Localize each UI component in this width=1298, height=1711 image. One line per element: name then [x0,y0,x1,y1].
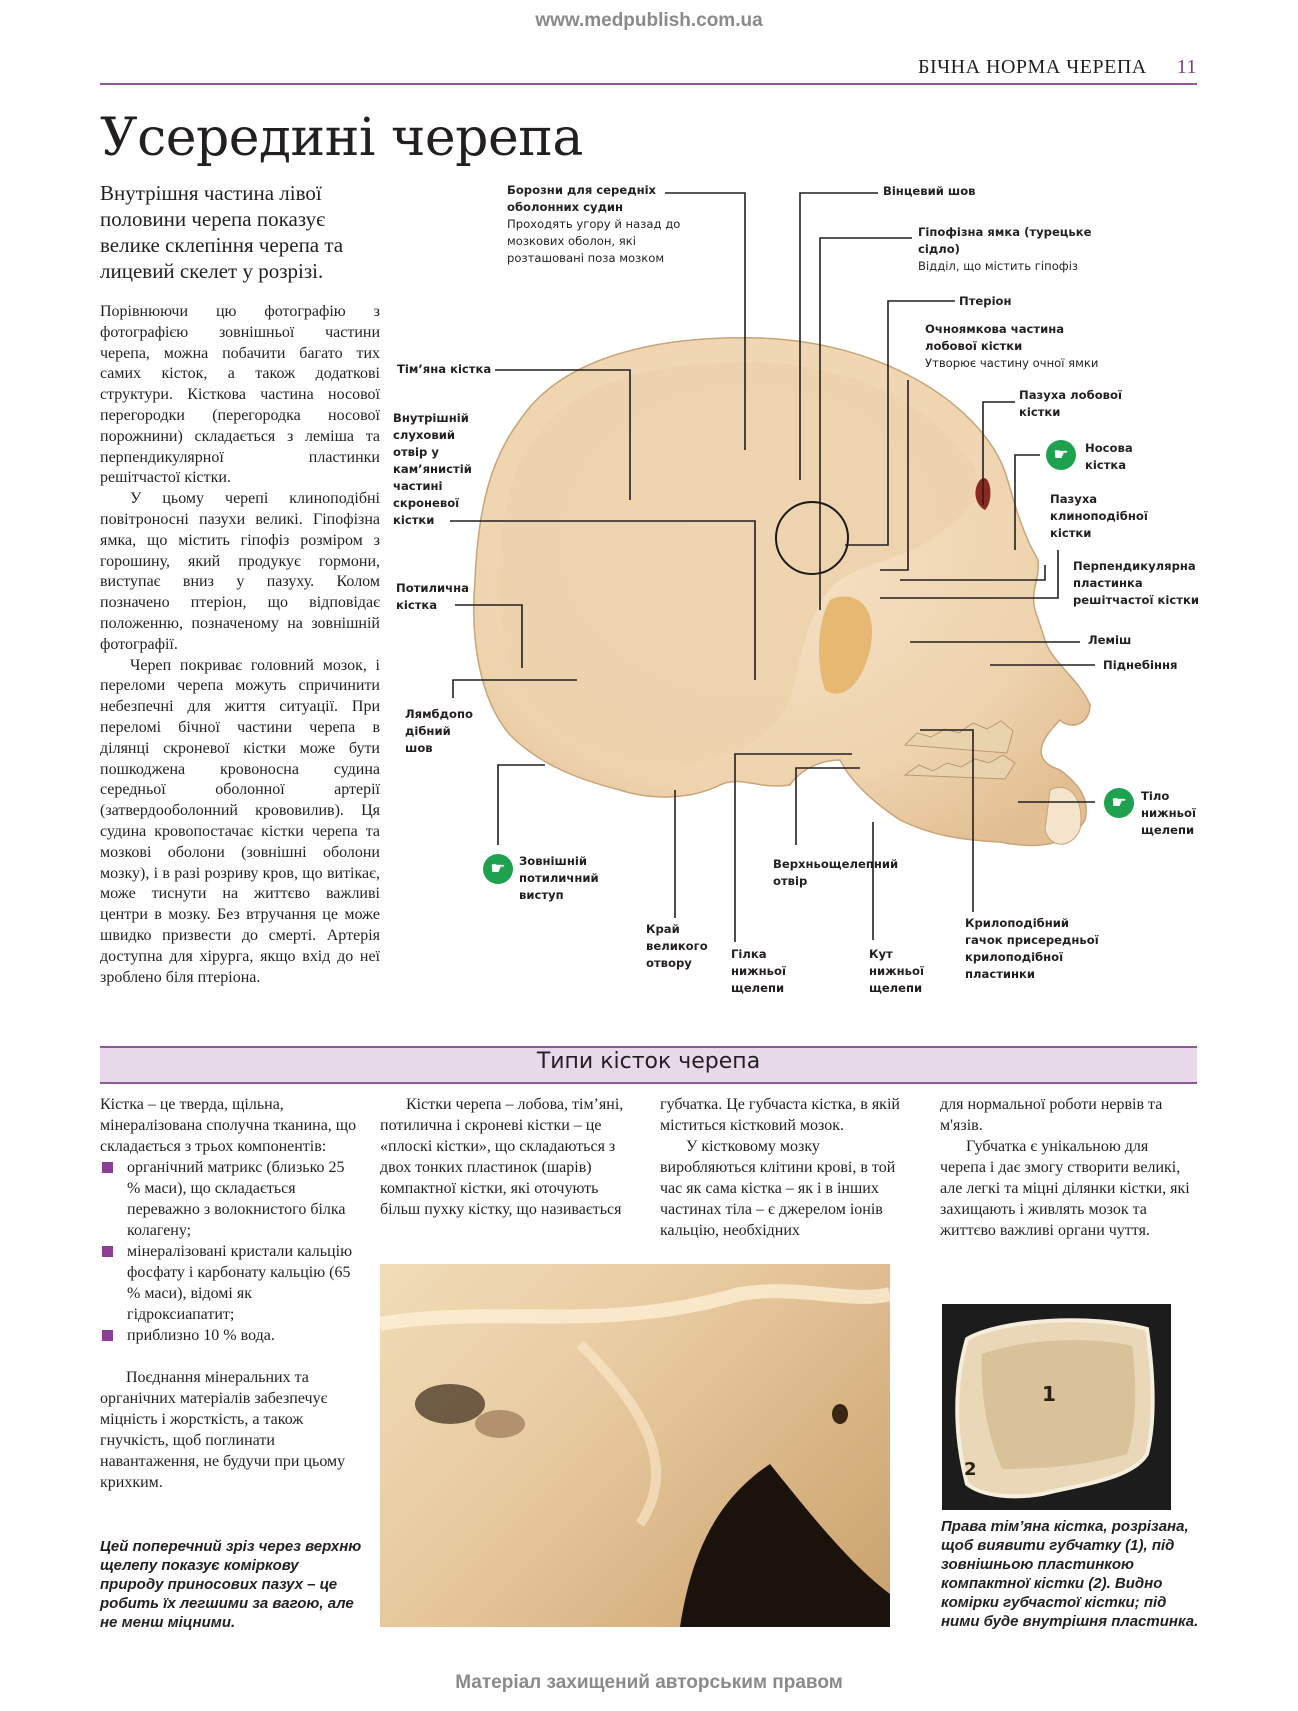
label-frontal-sinus: Пазуха лобової кістки [1019,388,1122,419]
caption-parietal: Права тім’яна кістка, розрізана, щоб вия… [941,1518,1199,1630]
running-head: БІЧНА НОРМА ЧЕРЕПА 11 [918,56,1197,79]
label-lambdoid-suture: Лямбдоподібний шов [405,707,473,755]
list-item: приблизно 10 % вода. [100,1325,358,1346]
photo-marker-1: 1 [1042,1382,1056,1406]
bullet-square-icon [102,1330,113,1341]
label-external-occipital-protuberance: Зовнішній потиличний виступ [519,854,599,902]
section-paragraph: Кістки черепа – лобова, тім’яні, потилич… [380,1096,624,1218]
label-mandible-body: Тіло нижньої щелепи [1141,789,1196,837]
running-head-section: БІЧНА НОРМА ЧЕРЕПА [918,56,1147,78]
label-internal-acoustic-meatus: Внутрішній слуховий отвір у кам’янистій … [393,411,472,527]
section-paragraph: У кістковому мозку виробляються клітини … [660,1138,896,1239]
section-paragraph: для нормальної роботи нервів та м'язів. [940,1096,1163,1134]
label-pituitary-fossa: Гіпофізна ямка (турецьке сідло)Відділ, щ… [918,225,1092,273]
photo-marker-2: 2 [964,1459,977,1480]
section-column-2: Кістки черепа – лобова, тім’яні, потилич… [380,1094,638,1220]
list-item: органічний матрикс (близько 25 % маси), … [100,1157,358,1241]
section-column-3: губчатка. Це губчаста кістка, в якій міс… [660,1094,918,1241]
section-column-4: для нормальної роботи нервів та м'язів. … [940,1094,1198,1241]
label-coronal-suture: Вінцевий шов [883,184,976,198]
header-rule [100,83,1197,85]
bullet-square-icon [102,1246,113,1257]
section-title: Типи кісток черепа [536,1049,761,1074]
label-nasal-bone: Носова кістка [1085,441,1133,472]
label-occipital-bone: Потилична кістка [396,581,469,612]
label-perpendicular-plate: Перпендикулярна пластинка решітчастої кі… [1073,559,1199,607]
copyright-footer: Матеріал захищений авторським правом [455,1672,843,1693]
section-paragraph: Кістка – це тверда, щільна, мінералізова… [100,1096,357,1155]
body-paragraph: У цьому черепі клиноподібні повітроносні… [100,490,380,653]
component-list: органічний матрикс (близько 25 % маси), … [100,1157,358,1346]
skull-shape [473,337,1091,847]
label-pterygoid-hamulus: Крилоподібний гачок присередньої крилопо… [965,916,1099,981]
body-text: Порівнюючи цю фотографію з фотографією з… [100,302,380,988]
leader-lines [450,192,1095,942]
site-url[interactable]: www.medpublish.com.ua [535,10,763,31]
pointing-hand-icon: ☛ [1104,788,1134,818]
label-sphenoid-sinus: Пазуха клиноподібної кістки [1050,492,1148,540]
section-paragraph: губчатка. Це губчаста кістка, в якій міс… [660,1096,900,1134]
body-paragraph: Череп покриває головний мозок, і перелом… [100,656,380,986]
pointing-hand-icon: ☛ [483,854,513,884]
parietal-bone-photo: 1 2 [942,1304,1171,1510]
label-palate: Піднебіння [1103,658,1178,672]
pterion-circle [775,501,849,575]
skull-illustration [450,192,1095,942]
label-parietal-bone: Тім’яна кістка [397,362,492,376]
label-pterion: Птеріон [959,294,1012,308]
body-paragraph: Порівнюючи цю фотографію з фотографією з… [100,303,380,487]
label-foramen-magnum-edge: Край великого отвору [646,922,708,970]
caption-maxilla: Цей поперечний зріз через верхню щелепу … [100,1538,362,1631]
section-band [100,1046,1197,1084]
bullet-square-icon [102,1162,113,1173]
section-column-1: Кістка – це тверда, щільна, мінералізова… [100,1094,358,1493]
pointing-hand-icon: ☛ [1046,440,1076,470]
page-number: 11 [1176,56,1197,78]
section-paragraph: Поєднання мінеральних та органічних мате… [100,1369,346,1491]
label-mandible-ramus: Гілка нижньої щелепи [731,947,786,995]
label-maxillary-foramen: Верхньощелепний отвір [773,857,899,888]
maxilla-cross-section-photo [380,1264,890,1627]
list-item: мінералізовані кристали кальцію фосфату … [100,1241,358,1325]
lead-paragraph: Внутрішня частина лівої половини черепа … [100,181,344,283]
label-mandible-angle: Кут нижньої щелепи [869,947,924,995]
page-title: Усередині черепа [100,108,583,168]
label-vomer: Леміш [1088,633,1132,647]
section-paragraph: Губчатка є унікальною для черепа і дає з… [940,1138,1190,1239]
